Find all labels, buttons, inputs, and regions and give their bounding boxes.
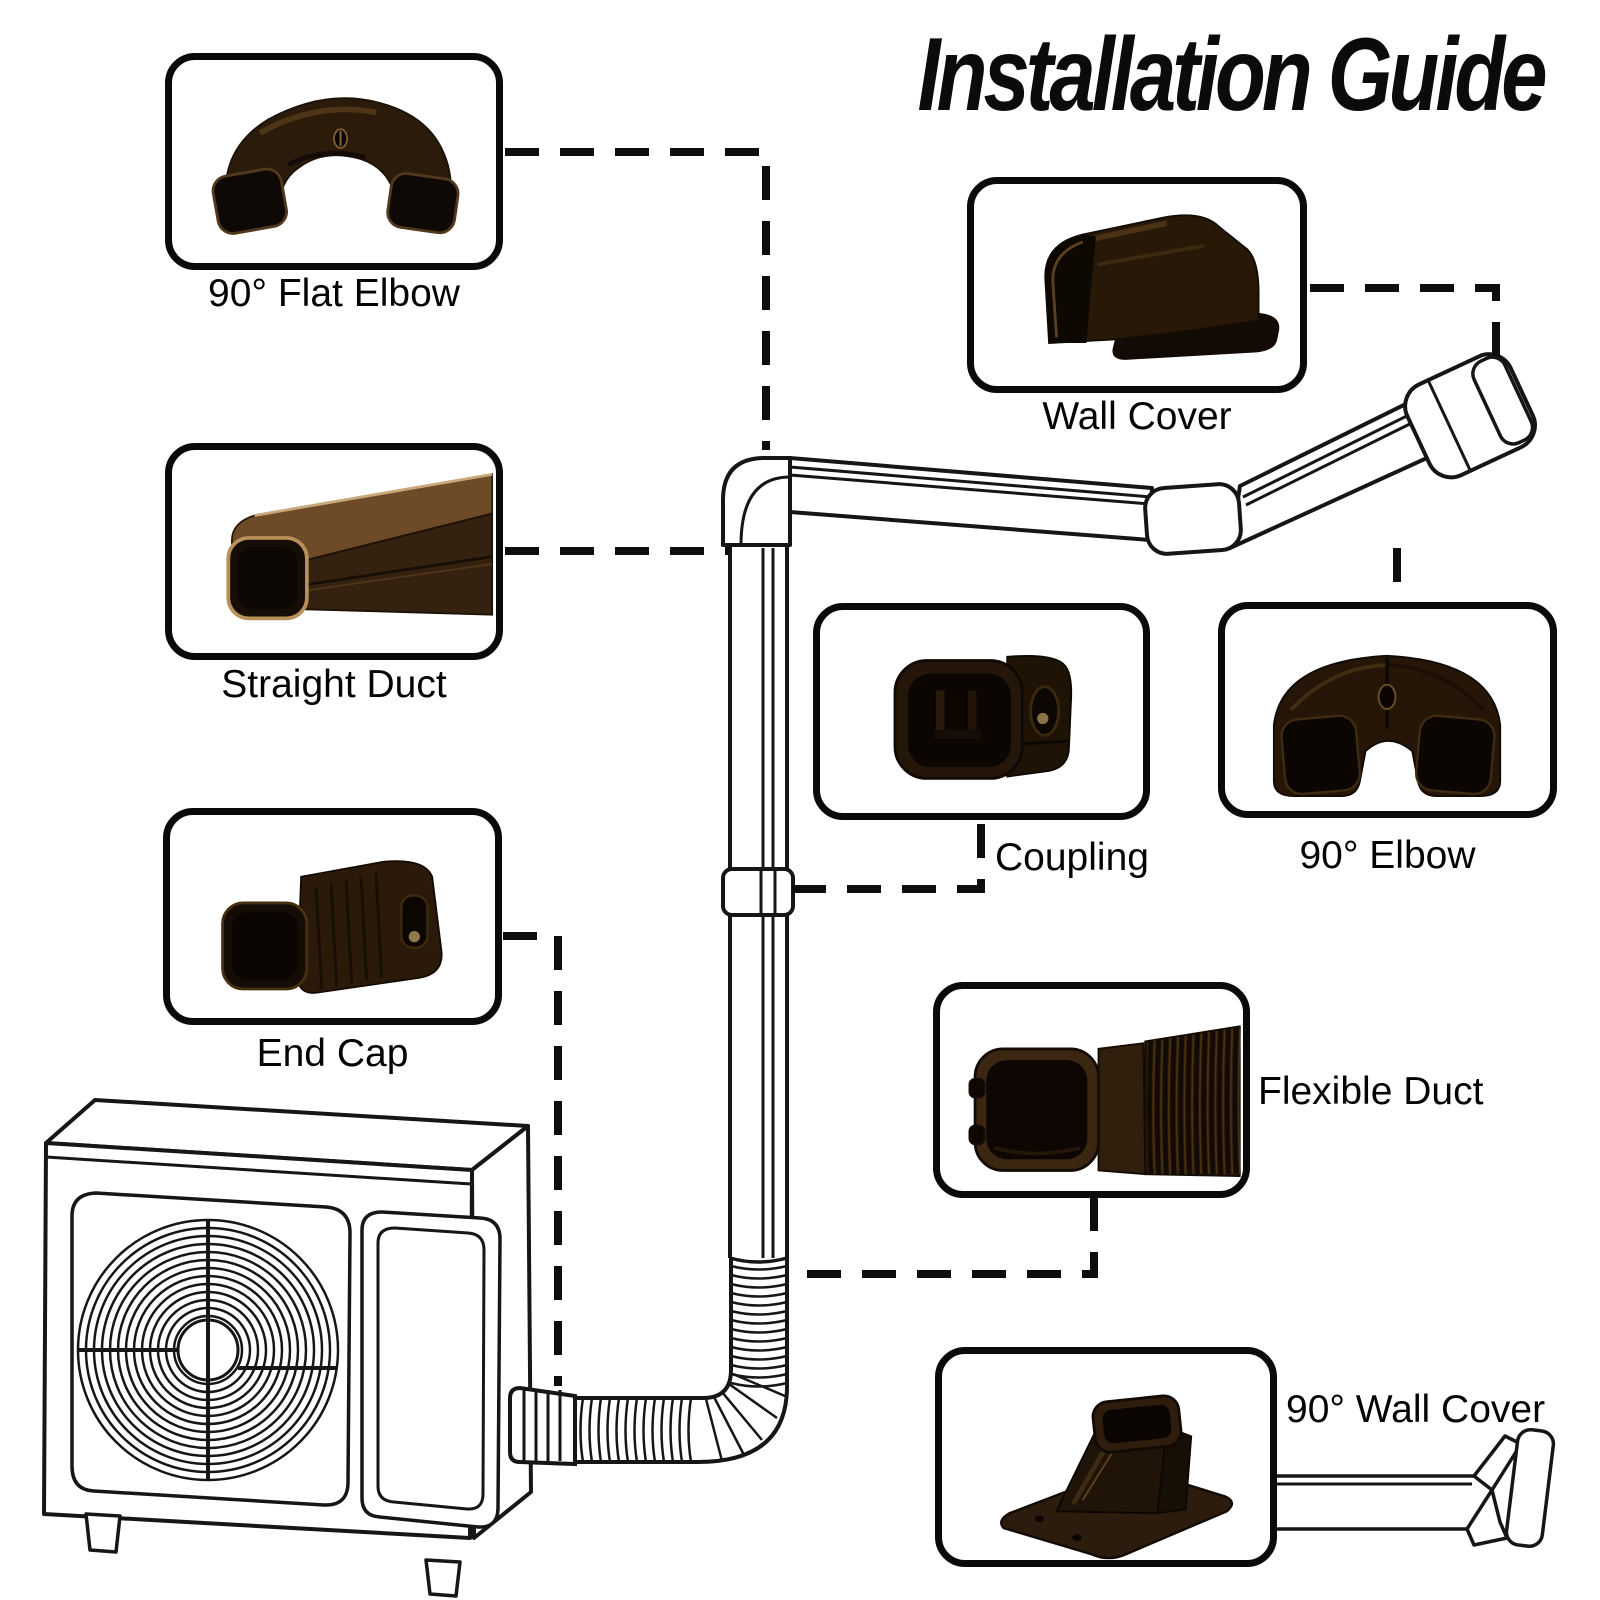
- hose-vertical-ribs: [730, 1264, 788, 1388]
- page-title: Installation Guide: [917, 17, 1548, 133]
- ac-unit-front-seam: [45, 1155, 472, 1186]
- end-cap-photo: [221, 860, 443, 994]
- hose-endcap-ribs: [522, 1390, 562, 1461]
- ac-outdoor-unit-drawing: [42, 1098, 533, 1598]
- part-label-straight-duct: Straight Duct: [221, 663, 447, 706]
- coupling-screw-slot: [1029, 685, 1061, 737]
- hose-bend-ribs: [704, 1372, 786, 1462]
- 90-elbow-screw: [1377, 683, 1397, 710]
- coupling-photo: [893, 655, 1073, 780]
- dashed-connectors: [503, 148, 1500, 1386]
- collar-seam: [1426, 379, 1472, 472]
- bottom-cover-flap: [1465, 1488, 1509, 1547]
- connector-end-cap: [503, 932, 562, 1386]
- callout-box-end-cap: [163, 808, 502, 1025]
- riser-duct-drawing: [721, 545, 795, 1264]
- callout-box-flat-elbow: [165, 53, 503, 270]
- part-label-wall-cover: Wall Cover: [1042, 395, 1232, 438]
- riser-coupling-band: [721, 867, 795, 917]
- callout-box-wall-cover: [967, 177, 1307, 393]
- callout-box-coupling: [813, 603, 1150, 820]
- 90-elbow-photo: [1272, 654, 1502, 797]
- wall-duct-bottom-drawing: [1277, 1427, 1556, 1548]
- part-label-flexible-duct: Flexible Duct: [1258, 1070, 1484, 1113]
- flexible-duct-photo: [968, 1025, 1241, 1177]
- ac-unit-foot-right: [424, 1558, 462, 1598]
- part-label-flat-elbow: 90° Flat Elbow: [208, 272, 460, 315]
- part-label-end-cap: End Cap: [256, 1032, 409, 1075]
- collar-end-plate: [1471, 355, 1535, 446]
- part-label-90-wall-cover: 90° Wall Cover: [1286, 1388, 1546, 1431]
- connector-flat-elbow: [505, 148, 770, 450]
- end-cap-slot: [400, 894, 429, 950]
- part-label-coupling: Coupling: [995, 836, 1149, 879]
- hose-endcap-outline: [508, 1385, 577, 1467]
- callout-box-90-elbow: [1218, 602, 1557, 818]
- part-label-90-elbow: 90° Elbow: [1299, 834, 1476, 877]
- callout-box-straight-duct: [165, 443, 503, 660]
- wall-cover-photo: [1044, 214, 1280, 360]
- connector-wall-cover: [1310, 284, 1500, 366]
- wall-entry-collar: [1403, 352, 1537, 480]
- upper-duct-seam-1: [789, 465, 1152, 499]
- connector-coupling: [791, 824, 985, 893]
- upper-duct-seam-2: [789, 473, 1151, 506]
- sloped-duct-seam-1: [1242, 405, 1426, 499]
- callout-box-90-wall-cover: [935, 1347, 1277, 1567]
- bottom-wall-plate: [1504, 1427, 1556, 1548]
- callout-box-flexible-duct: [933, 982, 1250, 1198]
- flexible-hose-drawing: [508, 1258, 789, 1467]
- riser-top-elbow-seam: [739, 475, 791, 546]
- connector-flexible-duct: [791, 1197, 1098, 1278]
- sloped-duct-seam-2: [1245, 413, 1429, 507]
- 90-wall-cover-photo: [1000, 1394, 1234, 1560]
- upper-duct-run-drawing: [721, 352, 1537, 556]
- run-corner-elbow: [1143, 482, 1243, 556]
- riser-hose-transition: [729, 1256, 788, 1264]
- flexible-duct-ribs: [1147, 1027, 1241, 1175]
- side-panel-inner: [376, 1226, 486, 1511]
- flat-elbow-photo: [211, 97, 460, 235]
- straight-duct-photo: [226, 472, 494, 621]
- hose-outline-outer: [575, 1258, 789, 1464]
- hose-horizontal-ribs: [579, 1397, 693, 1463]
- ac-unit-foot-left: [84, 1512, 122, 1554]
- riser-top-elbow: [721, 456, 792, 547]
- hose-outline-inner: [575, 1258, 733, 1400]
